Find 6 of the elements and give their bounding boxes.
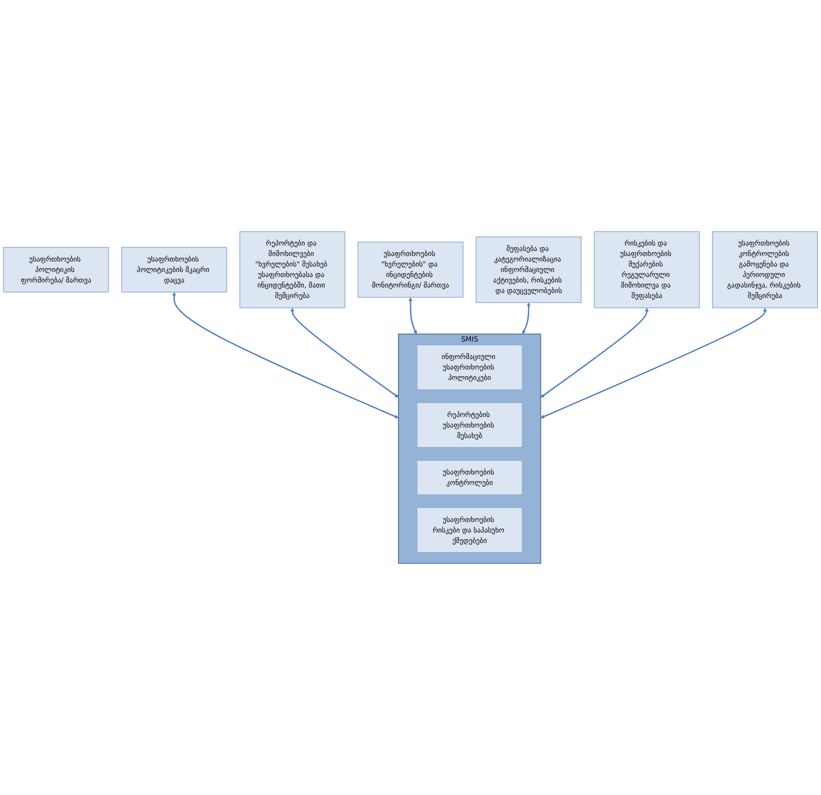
arrow xyxy=(522,302,531,334)
arrow xyxy=(408,297,417,334)
arrow xyxy=(290,308,399,398)
arrow xyxy=(172,292,399,418)
arrow xyxy=(540,308,649,398)
arrow xyxy=(540,308,767,418)
